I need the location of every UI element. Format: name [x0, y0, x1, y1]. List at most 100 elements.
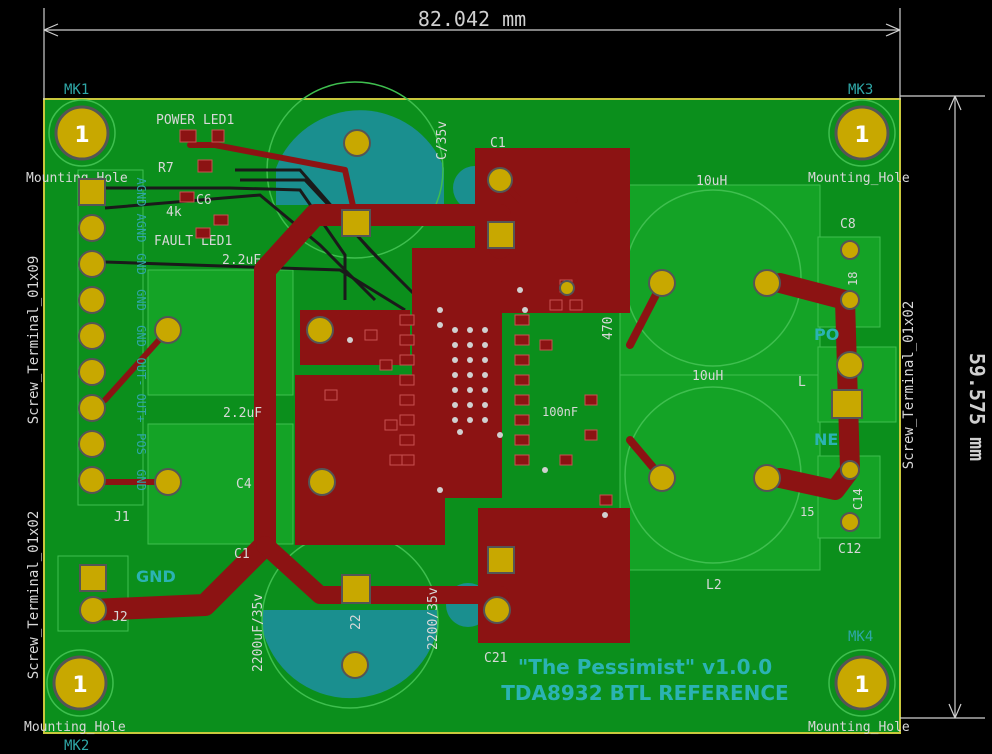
- mk3-pad-number: 1: [854, 123, 869, 148]
- j1-pad-8[interactable]: [78, 430, 106, 458]
- j2-pad-1[interactable]: [79, 564, 107, 592]
- mk4-pad[interactable]: [834, 655, 890, 711]
- r4k-label: 4k: [166, 205, 182, 220]
- j1-pin-label: AGND: [134, 214, 148, 243]
- l2-pad-1[interactable]: [648, 464, 676, 492]
- l1-value: 10uH: [696, 174, 727, 189]
- c2-pad-2[interactable]: [306, 316, 334, 344]
- mounting-hole-mk4[interactable]: 1 MK4 Mounting_Hole: [808, 629, 910, 735]
- c4-value: 2.2uF: [223, 406, 262, 421]
- dimension-lines: [43, 8, 985, 719]
- mk4-ref: MK4: [848, 629, 873, 645]
- c22-value: 2200uF/35v: [251, 594, 266, 672]
- neg-label: NE: [814, 430, 838, 449]
- l1-pad-1[interactable]: [648, 269, 676, 297]
- c1-pad-square[interactable]: [487, 221, 515, 249]
- title-line-2: TDA8932 BTL REFERENCE: [501, 681, 788, 705]
- c11-label: C1: [234, 547, 250, 562]
- ic-pads: [324, 279, 613, 506]
- c22-pad-square[interactable]: [341, 574, 371, 604]
- mk3-pad[interactable]: [834, 105, 890, 161]
- j1-pad-5[interactable]: [78, 322, 106, 350]
- j1-pad-6[interactable]: [78, 358, 106, 386]
- component-labels: C1 C/35v C4 C21 C8 C12 C14 10uH 10uH L2 …: [154, 113, 865, 672]
- mk2-pad[interactable]: [52, 655, 108, 711]
- height-dimension-label: 59.575 mm: [965, 353, 989, 461]
- mk2-ref: MK2: [64, 738, 89, 754]
- j1-pad-7[interactable]: [78, 394, 106, 422]
- c4-pad-2[interactable]: [308, 468, 336, 496]
- l1-pad-2[interactable]: [753, 269, 781, 297]
- c3-pad-round[interactable]: [343, 129, 371, 157]
- r470-pad[interactable]: [559, 280, 575, 296]
- tht-pads: [154, 129, 860, 679]
- j1-pad-1[interactable]: [78, 178, 106, 206]
- mk1-value: Mounting_Hole: [26, 171, 128, 186]
- c21-pad-square[interactable]: [487, 546, 515, 574]
- c21-value: 2200/35v: [426, 587, 441, 650]
- c2-pad-1[interactable]: [154, 316, 182, 344]
- c8-pad-1[interactable]: [840, 240, 860, 260]
- j1-value: Screw_Terminal_01x09: [26, 256, 42, 425]
- j1-terminal-pads: [78, 178, 106, 494]
- c12-pad-1[interactable]: [840, 460, 860, 480]
- c4-pad-1[interactable]: [154, 468, 182, 496]
- mk3-ref: MK3: [848, 82, 873, 98]
- c18-label: 18: [846, 272, 860, 286]
- width-dimension-label: 82.042 mm: [418, 7, 526, 31]
- j1-pin-label: GND: [134, 325, 148, 347]
- c6-label: C6: [196, 193, 212, 208]
- l-side-label: L: [798, 375, 806, 390]
- c8-ref: C8: [840, 217, 856, 232]
- j1-pin-label: GND: [134, 289, 148, 311]
- mk1-pad[interactable]: [54, 105, 110, 161]
- fault-led-label: FAULT LED1: [154, 234, 232, 249]
- mounting-hole-mk3[interactable]: 1 MK3 Mounting_Hole: [808, 82, 910, 186]
- j2-pad-2[interactable]: [79, 596, 107, 624]
- mk1-ref: MK1: [64, 82, 89, 98]
- j1-pin-label: AGND: [134, 178, 148, 207]
- l2-ref: L2: [706, 578, 722, 593]
- j2-ref: J2: [112, 610, 128, 625]
- c4-ref: C4: [236, 477, 252, 492]
- j1-pin-label: POS: [134, 433, 148, 455]
- mounting-hole-mk2[interactable]: 1 MK2 Mounting_Hole: [24, 649, 126, 754]
- j3-pad-1[interactable]: [831, 389, 863, 419]
- power-led-label: POWER LED1: [156, 113, 234, 128]
- c8-pad-2[interactable]: [840, 290, 860, 310]
- c1-ref: C1: [490, 136, 506, 151]
- l2-value: 10uH: [692, 369, 723, 384]
- j1-pad-9[interactable]: [78, 466, 106, 494]
- mk2-value: Mounting_Hole: [24, 720, 126, 735]
- j1-pin-label: OUT-: [134, 358, 148, 387]
- j1-ref: J1: [114, 510, 130, 525]
- j1-pad-4[interactable]: [78, 286, 106, 314]
- mk1-pad-number: 1: [74, 123, 89, 148]
- c22-pad-round[interactable]: [341, 651, 369, 679]
- j1-pad-3[interactable]: [78, 250, 106, 278]
- title-line-1: "The Pessimist" v1.0.0: [518, 655, 772, 679]
- pos-label: PO: [814, 325, 839, 344]
- cap-100nf: 100nF: [542, 405, 578, 419]
- mounting-hole-mk1[interactable]: 1 MK1 Mounting_Hole: [26, 82, 128, 186]
- r7-label: R7: [158, 161, 174, 176]
- mk4-pad-number: 1: [854, 673, 869, 698]
- c12-pad-2[interactable]: [840, 512, 860, 532]
- c21-pad-round[interactable]: [483, 596, 511, 624]
- c1-pad-round[interactable]: [487, 167, 513, 193]
- c2-value: 2.2uF: [222, 253, 261, 268]
- j1-pad-2[interactable]: [78, 214, 106, 242]
- mk3-value: Mounting_Hole: [808, 171, 910, 186]
- r-470-value: 470: [601, 317, 616, 340]
- c1-value: C/35v: [435, 121, 450, 160]
- l2-pad-2[interactable]: [753, 464, 781, 492]
- gnd-label: GND: [136, 567, 176, 586]
- j3-value: Screw_Terminal_01x02: [901, 301, 917, 470]
- j3-pad-2[interactable]: [836, 351, 864, 379]
- c22-ref: 22: [349, 614, 364, 630]
- j2-value: Screw_Terminal_01x02: [26, 511, 42, 680]
- j1-pin-label: GND: [134, 253, 148, 275]
- c3-pad-square[interactable]: [341, 209, 371, 237]
